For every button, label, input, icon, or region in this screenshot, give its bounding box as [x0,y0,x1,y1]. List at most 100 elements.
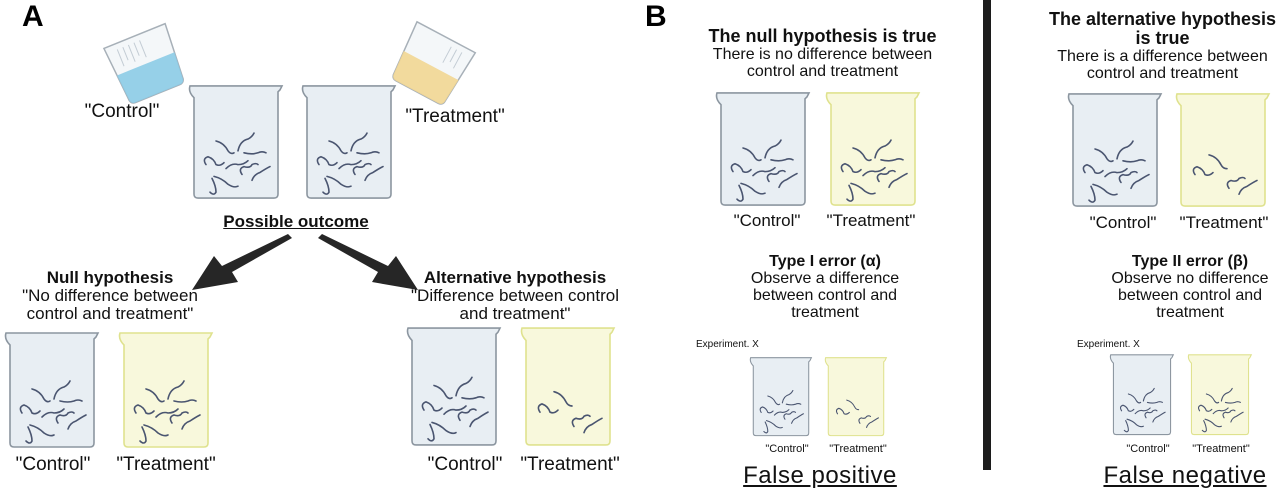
worm-icon [316,155,338,167]
worm-icon [145,388,165,403]
type1-experiment-tag: Experiment. X [696,339,759,350]
worm-icon [155,408,179,418]
worm-icon [53,380,71,400]
worm-icon [1092,183,1118,196]
worm-icon [1119,404,1135,412]
worm-icon [1088,185,1096,203]
pour-treatment-label: "Treatment" [405,106,505,127]
worm-icon [1130,173,1150,190]
worm-icon [338,159,362,170]
alternative-title: Alternative hypothesis [423,268,607,287]
null-line2: control and treatment" [26,304,194,323]
worm-icon [59,399,83,403]
worm-icon [742,147,762,162]
worm-icon [41,408,65,418]
type2-error-line3: treatment [1156,304,1224,321]
alternative-true-title-line2: is true [1135,28,1190,48]
type1-control-beaker-icon [748,355,814,437]
top-beaker-left-icon [186,82,286,200]
type2-treatment-beaker-icon [1186,352,1254,436]
type1-error-line1: Observe a difference [750,270,900,287]
worm-icon [1082,163,1104,175]
worm-icon [1226,176,1246,190]
null-true-title: The null hypothesis is true [708,26,937,46]
b-null-control-label: "Control" [733,211,801,230]
null-treatment-beaker-icon [116,329,216,449]
b-alt-treatment-label: "Treatment" [1179,213,1269,232]
type2-error-block: Type II error (β) Observe no difference … [1100,253,1280,321]
worm-icon [770,158,794,162]
worm-icon [764,139,782,159]
arrow-left-icon [192,234,292,290]
worm-icon [1224,401,1241,404]
worm-icon [326,175,352,188]
beaker-body [188,85,284,199]
worm-icon [1220,387,1233,402]
worm-icon [767,395,781,406]
worm-icon [791,413,804,424]
worm-icon [1201,420,1207,433]
worm-icon [736,184,744,202]
worm-icon [759,406,774,414]
worm-icon [783,411,797,420]
worm-icon [169,411,189,424]
b-alt-control-label: "Control" [1089,213,1157,232]
worm-icon [876,169,896,183]
beaker-body [715,92,811,206]
beaker-body [1067,93,1163,207]
type1-error-block: Type I error (α) Observe a difference be… [735,253,915,321]
worm-icon [874,139,892,159]
worm-icon [765,420,783,429]
beaker-body [4,332,100,448]
worm-icon [866,417,879,428]
worm-icon [433,384,453,400]
worm-icon [858,415,872,424]
worm-icon [143,424,169,437]
worm-icon [427,423,435,442]
worm-icon [352,162,372,176]
worm-icon [785,402,802,406]
worm-icon [173,399,197,403]
worm-icon [583,417,603,434]
null-true-block: The null hypothesis is true There is no … [700,26,945,81]
b-null-treatment-beaker-icon [823,89,923,207]
beaker-body [406,327,502,446]
beaker-body [301,85,397,199]
null-line1: "No difference between [22,286,198,305]
worm-icon [1116,140,1134,160]
beaker-body [1187,354,1253,436]
worm-icon [846,184,854,202]
worm-icon [213,175,239,188]
worm-icon [835,407,850,415]
worm-icon [356,151,380,155]
alternative-true-block: The alternative hypothesis is true There… [1045,10,1280,83]
worm-icon [239,162,259,176]
worm-icon [31,388,51,403]
pouring-beaker-control-icon [100,22,190,104]
worm-icon [1142,387,1155,402]
worm-icon [846,399,860,411]
worm-icon [1118,170,1138,184]
worm-icon [850,182,876,195]
panel-b-letter: B [645,0,667,33]
worm-icon [133,404,155,415]
beaker-body [118,332,214,448]
worm-icon [328,140,348,155]
null-control-beaker-icon [2,329,102,449]
alternative-treatment-beaker-icon [518,324,618,447]
null-hypothesis-block: Null hypothesis "No difference between c… [0,268,220,323]
b-alt-control-beaker-icon [1065,90,1165,208]
null-true-line1: There is no difference between [712,46,933,63]
panel-a-letter: A [22,0,44,33]
worm-icon [1208,154,1228,170]
worm-icon [421,401,443,412]
alternative-line1: "Difference between control [411,286,619,305]
type2-experiment-tag: Experiment. X [1077,339,1140,350]
type2-control-beaker-icon [1108,352,1176,436]
worm-icon [251,165,271,182]
beaker-body [1175,93,1271,207]
worm-icon [852,147,872,162]
worm-icon [537,403,559,414]
false-negative-label: False negative [1103,462,1267,489]
type1-control-label: "Control" [765,443,809,455]
